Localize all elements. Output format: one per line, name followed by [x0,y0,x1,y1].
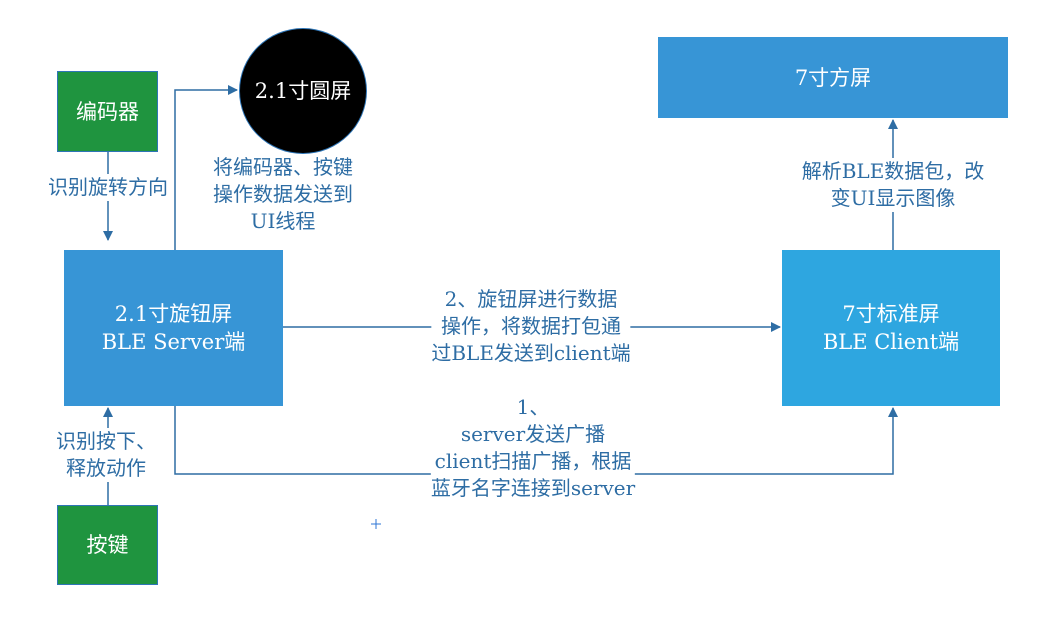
button-node: 按键 [57,505,158,585]
encoder-node: 编码器 [57,71,158,152]
edge-label-encoder: 识别旋转方向 [48,174,168,201]
server-node: 2.1寸旋钮屏 BLE Server端 [64,250,283,406]
button-label: 按键 [86,533,129,557]
encoder-label: 编码器 [76,99,139,124]
client-label-2: BLE Client端 [822,330,960,354]
round-screen-label: 2.1寸圆屏 [254,79,352,103]
server-label-1: 2.1寸旋钮屏 [114,302,233,326]
client-node: 7寸标准屏 BLE Client端 [782,250,1000,406]
arrow-server-to-round-screen [174,85,238,250]
edge-label-client-to-square: 解析BLE数据包，改变UI显示图像 [801,158,985,212]
square-screen-node: 7寸方屏 [658,37,1008,118]
round-screen-node: 2.1寸圆屏 [239,28,367,154]
client-label-1: 7寸标准屏 [842,302,940,326]
square-screen-label: 7寸方屏 [794,65,872,90]
crosshair-icon [371,519,381,529]
edge-label-server-to-client: 2、旋钮屏进行数据操作，将数据打包通过BLE发送到client端 [431,287,631,365]
server-label-2: BLE Server端 [101,330,246,354]
edge-label-button: 识别按下、释放动作 [56,428,156,482]
